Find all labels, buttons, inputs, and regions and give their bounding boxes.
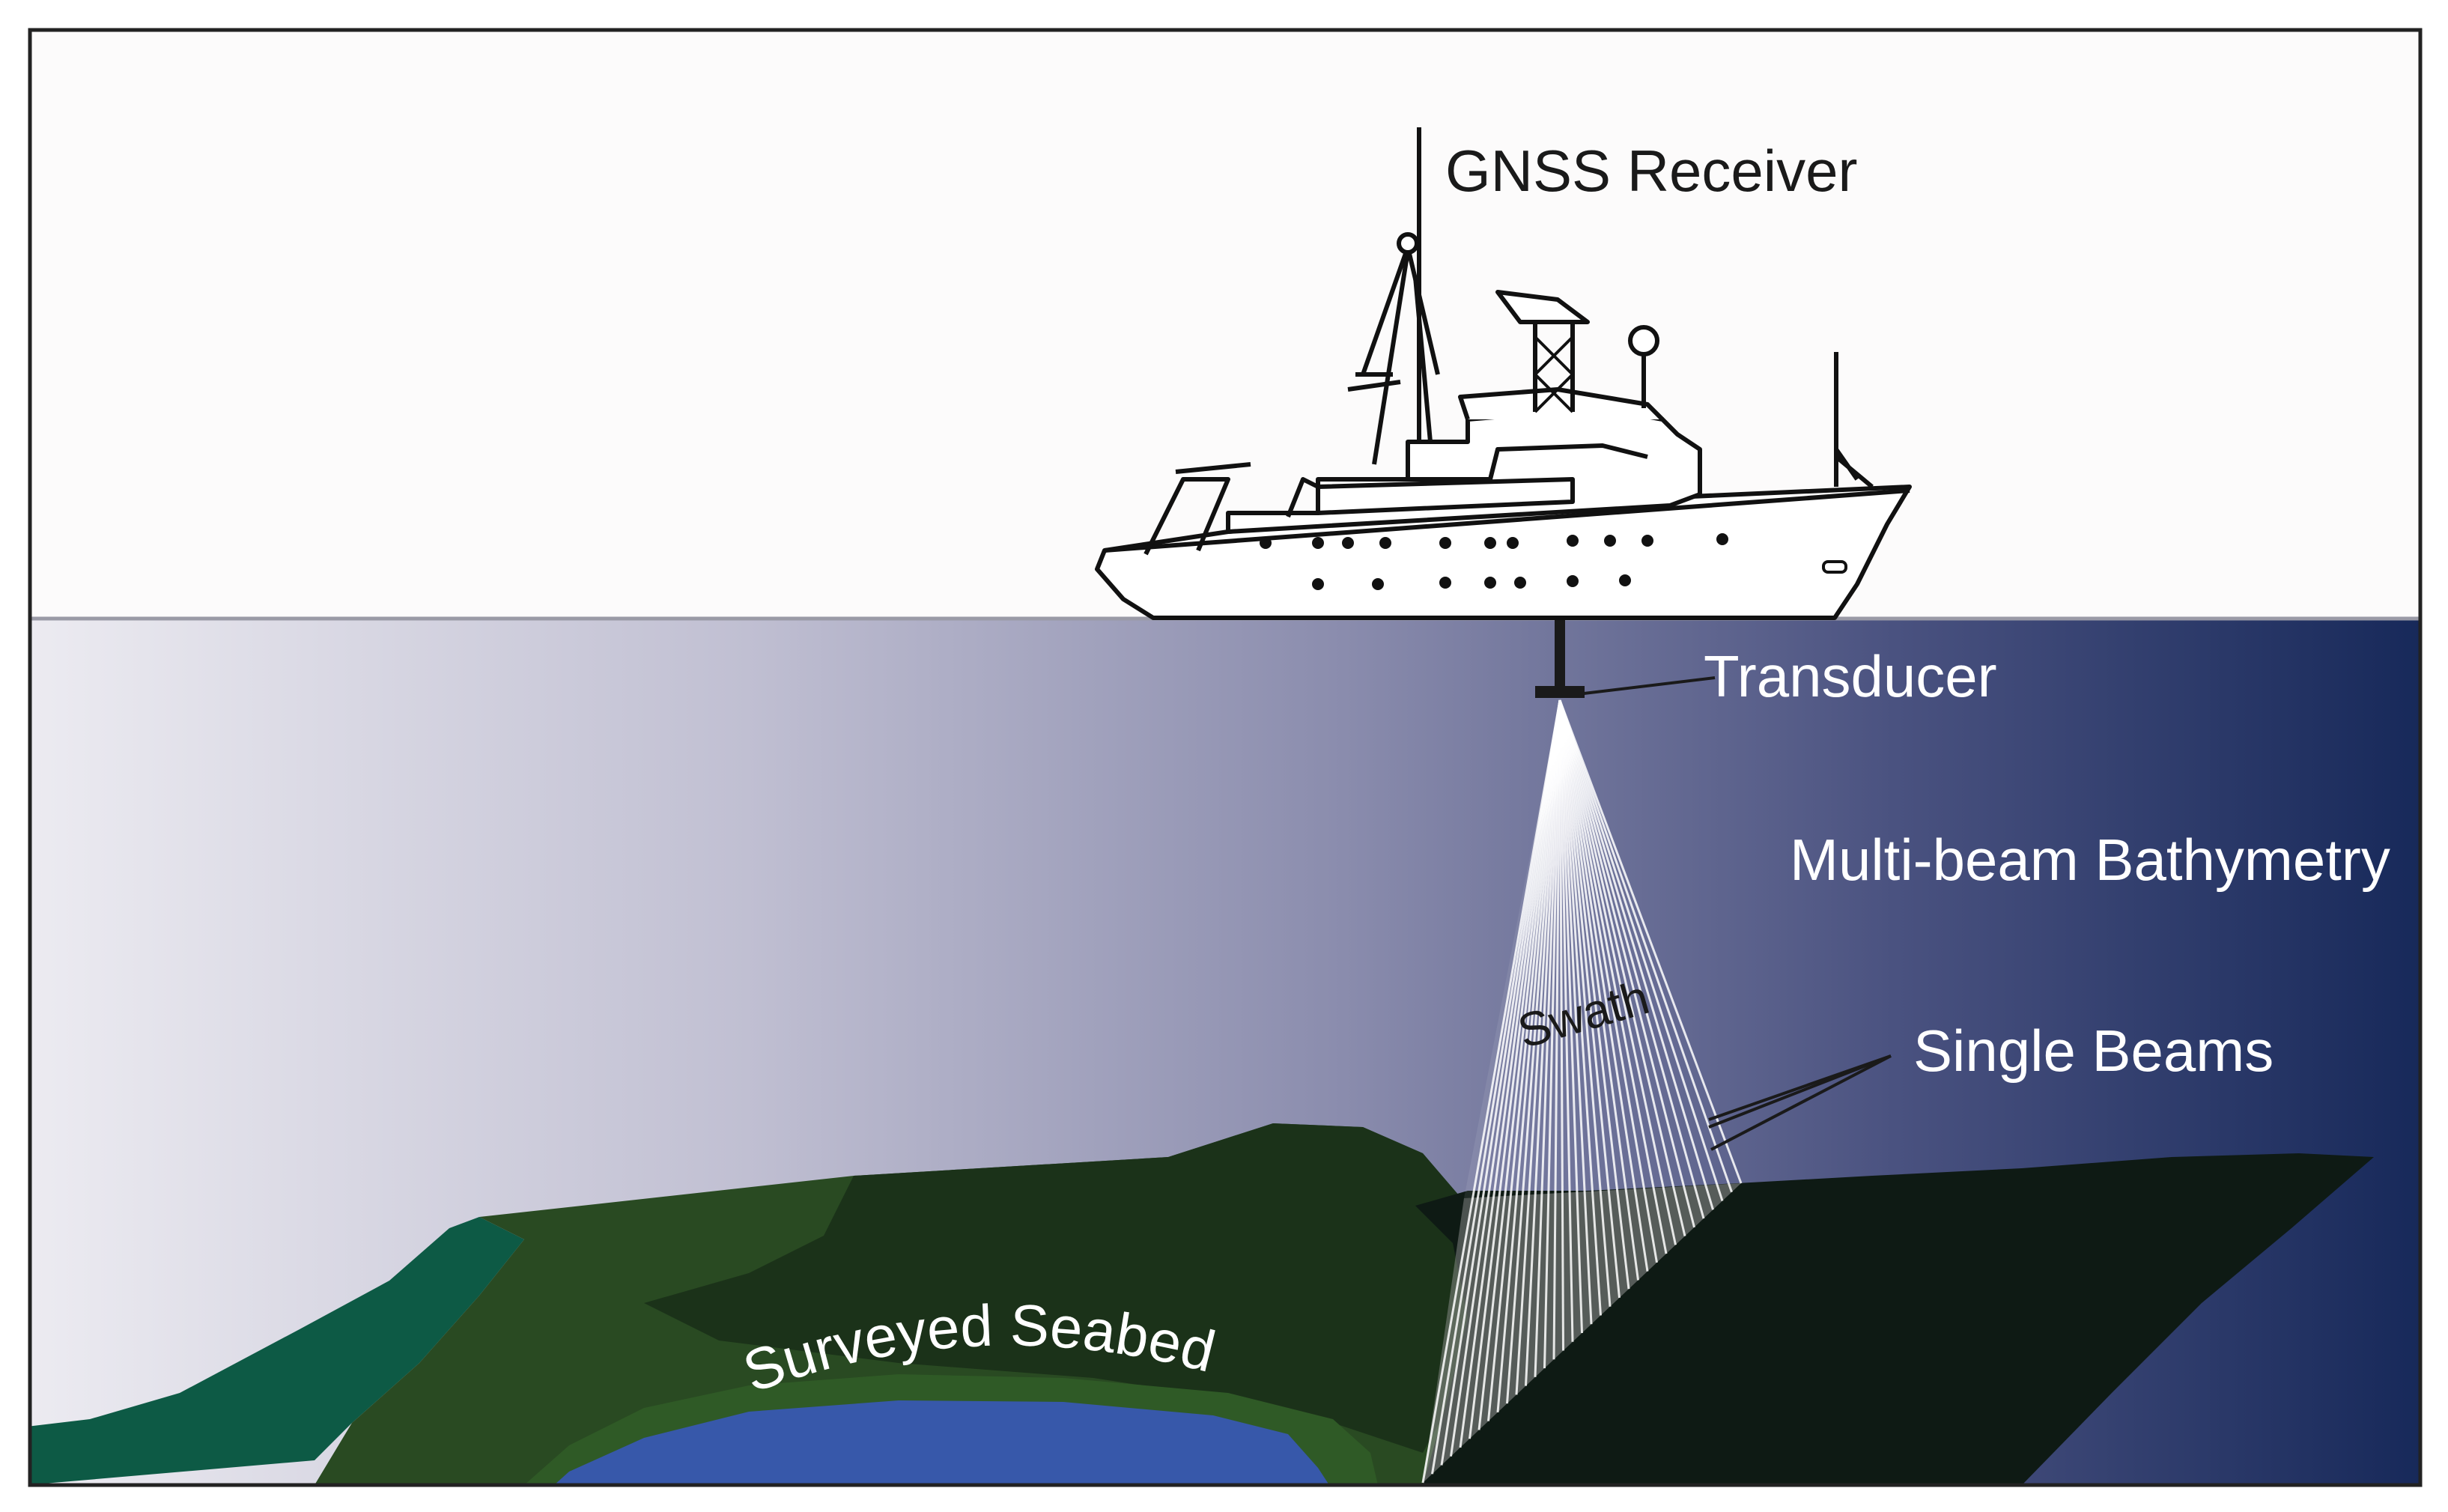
single-beam: [1534, 699, 1561, 1377]
single-beam: [1558, 699, 1733, 1193]
single-beam: [1552, 699, 1561, 1360]
gnss-receiver-label: GNSS Receiver: [1445, 138, 1858, 204]
single-beam: [1558, 699, 1564, 1351]
single-beam: [1558, 699, 1686, 1236]
single-beam: [1431, 699, 1561, 1475]
single-beam: [1440, 699, 1561, 1466]
transducer-head: [1535, 686, 1585, 698]
seabed-blue-patch: [554, 1400, 1329, 1485]
transducer-label: Transducer: [1704, 643, 1997, 709]
single-beam: [1558, 699, 1705, 1219]
diagram-frame: [28, 28, 2423, 1487]
single-beam: [1459, 699, 1561, 1448]
sky-area: [30, 30, 2420, 618]
single-beam: [1558, 699, 1639, 1281]
single-beam: [1558, 699, 1649, 1272]
transducer-pole: [1555, 619, 1565, 687]
research-vessel-icon: [1095, 127, 1912, 620]
single-beam: [1421, 699, 1561, 1484]
single-beam: [1450, 699, 1561, 1457]
single-beam: [1558, 699, 1583, 1334]
single-beam: [1558, 699, 1714, 1210]
seabed-dark-ridge: [644, 1123, 1486, 1453]
single-beam: [1515, 699, 1561, 1395]
single-beam: [1543, 699, 1561, 1369]
seabed-unsurveyed: [1415, 1153, 2374, 1485]
single-beam: [1558, 699, 1602, 1316]
swath-beams: [1421, 699, 1743, 1484]
single-beam: [1496, 699, 1561, 1413]
seabed-teal-slope: [30, 1217, 524, 1485]
single-beam: [1558, 699, 1574, 1342]
method-label: Multi-beam Bathymetry: [1790, 827, 2390, 893]
single-beam: [1558, 699, 1724, 1201]
single-beam: [1558, 699, 1668, 1254]
single-beam: [1558, 699, 1630, 1290]
single-beam: [1558, 699, 1677, 1245]
single-beam: [1477, 699, 1561, 1430]
single-beam: [1558, 699, 1621, 1299]
single-beams-label: Single Beams: [1913, 1018, 2274, 1084]
single-beam: [1469, 699, 1561, 1439]
single-beam: [1558, 699, 1612, 1307]
single-beam: [1558, 699, 1593, 1325]
single-beam: [1558, 699, 1743, 1184]
single-beam: [1506, 699, 1561, 1404]
single-beam: [1558, 699, 1695, 1228]
single-beam: [1487, 699, 1561, 1421]
single-beam: [1558, 699, 1658, 1263]
transducer-leader: [1583, 676, 1716, 695]
single-beam: [1525, 699, 1561, 1386]
single-beams-leaders: [1708, 1054, 1892, 1151]
